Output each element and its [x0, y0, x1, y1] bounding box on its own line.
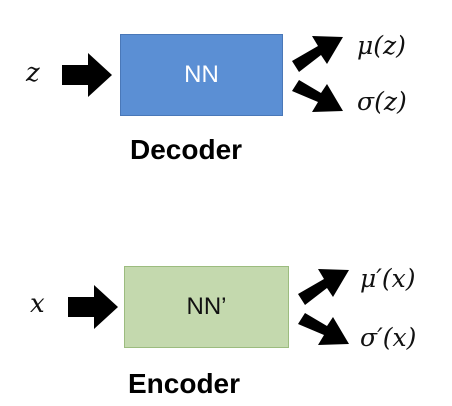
- encoder-input-label: x: [30, 289, 45, 319]
- decoder-nn-label: NN: [184, 61, 219, 88]
- decoder-sigma-arrow-icon: [292, 80, 343, 112]
- encoder-mu-arrow-icon: [298, 269, 349, 305]
- encoder-nn-box: NN’: [124, 266, 289, 348]
- decoder-sigma-output: σ(z): [357, 87, 407, 116]
- decoder-nn-box: NN: [120, 34, 283, 116]
- decoder-mu-arrow-icon: [292, 36, 343, 72]
- encoder-title: Encoder: [128, 368, 241, 399]
- decoder-title: Decoder: [130, 134, 243, 165]
- decoder-input-label: z: [26, 58, 40, 88]
- decoder-mu-output: μ(z): [357, 31, 406, 60]
- encoder-sigma-arrow-icon: [298, 313, 349, 345]
- decoder-input-arrow-icon: [62, 53, 112, 97]
- encoder-mu-output: μ′(x): [360, 264, 416, 293]
- encoder-nn-label: NN’: [186, 293, 227, 320]
- encoder-sigma-output: σ′(x): [360, 323, 417, 352]
- encoder-input-arrow-icon: [68, 285, 118, 329]
